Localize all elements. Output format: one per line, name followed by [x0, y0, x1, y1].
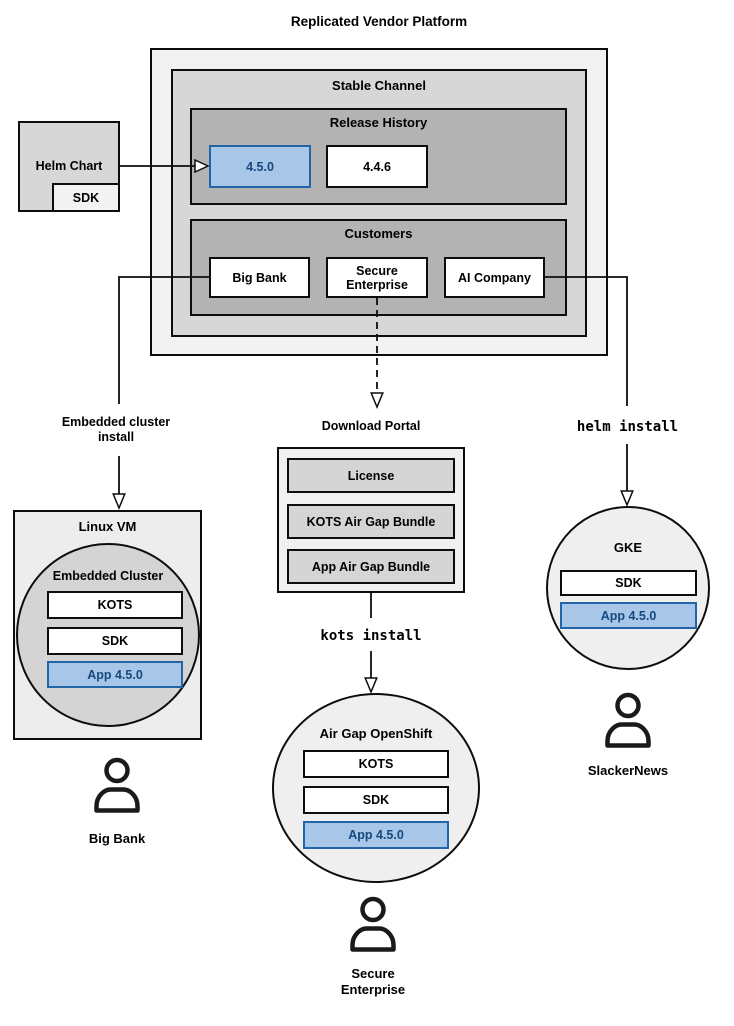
user-icon-secure-enterprise [350, 896, 396, 952]
airgap-openshift-label: Air Gap OpenShift [319, 726, 433, 741]
airgap-kots-box: KOTS [303, 750, 449, 778]
gke-app-box: App 4.5.0 [560, 602, 697, 629]
linux-vm-label: Linux VM [78, 519, 137, 534]
edge-label-embedded-install-line1: Embedded cluster [61, 415, 171, 429]
embedded-cluster-kots-box: KOTS [47, 591, 183, 619]
customers-label: Customers [344, 226, 413, 241]
user-icon-slackernews [605, 692, 651, 748]
diagram-title: Replicated Vendor Platform [290, 14, 468, 29]
user-label-big-bank: Big Bank [88, 831, 146, 846]
user-icon-big-bank [94, 757, 140, 813]
helm-chart-label: Helm Chart [35, 159, 103, 173]
customer-ai-company: AI Company [444, 257, 545, 298]
airgap-sdk-box: SDK [303, 786, 449, 814]
stable-channel-label: Stable Channel [332, 78, 426, 93]
portal-item-license: License [287, 458, 455, 493]
customer-secure-enterprise: Secure Enterprise [326, 257, 428, 298]
embedded-cluster-label: Embedded Cluster [52, 569, 164, 583]
download-portal-label: Download Portal [321, 419, 421, 433]
portal-item-kots-airgap-bundle: KOTS Air Gap Bundle [287, 504, 455, 539]
embedded-cluster-app-box: App 4.5.0 [47, 661, 183, 688]
command-kots-install: kots install [320, 628, 422, 644]
arrowhead-linux-vm [112, 493, 126, 510]
user-label-slackernews: SlackerNews [587, 763, 669, 778]
edge-label-embedded-install: Embedded cluster install [40, 415, 192, 445]
gke-label: GKE [613, 540, 643, 555]
release-history-label: Release History [329, 115, 428, 130]
release-version-4-5-0: 4.5.0 [209, 145, 311, 188]
customer-big-bank: Big Bank [209, 257, 310, 298]
portal-item-app-airgap-bundle: App Air Gap Bundle [287, 549, 455, 584]
edge-label-embedded-install-line2: install [97, 430, 135, 444]
user-label-secure-enterprise: Secure Enterprise [340, 966, 406, 997]
command-helm-install: helm install [576, 419, 679, 435]
arrowhead-download-portal [370, 392, 384, 409]
airgap-app-box: App 4.5.0 [303, 821, 449, 849]
arrowhead-airgap-openshift [364, 677, 378, 694]
gke-sdk-box: SDK [560, 570, 697, 596]
helm-chart-sdk-box: SDK [52, 183, 120, 212]
arrowhead-gke [620, 490, 634, 507]
release-version-4-4-6: 4.4.6 [326, 145, 428, 188]
embedded-cluster-sdk-box: SDK [47, 627, 183, 655]
